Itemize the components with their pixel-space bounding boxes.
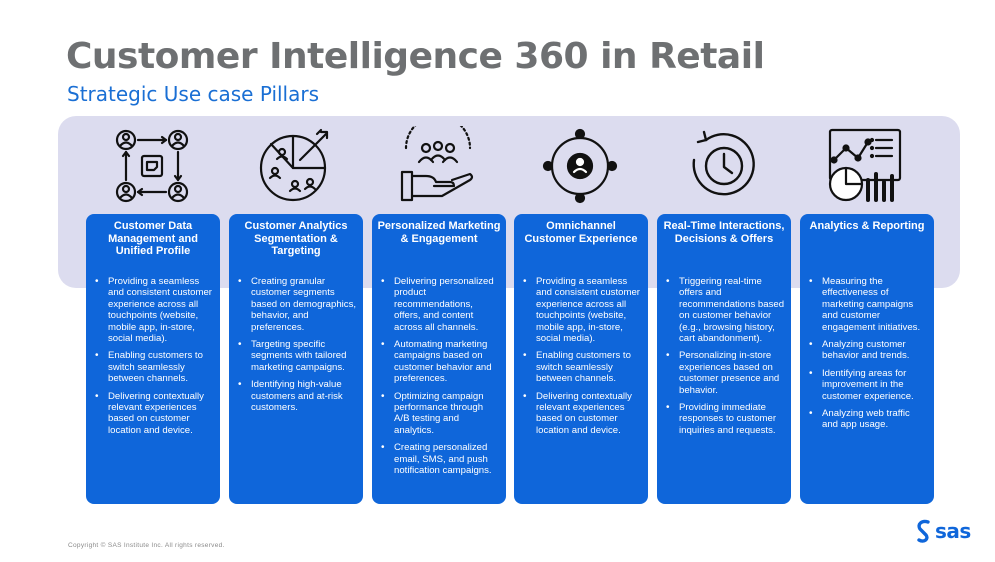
list-item: Providing immediate responses to custome… xyxy=(665,402,785,436)
list-item: Enabling customers to switch seamlessly … xyxy=(94,350,214,384)
list-item: Optimizing campaign performance through … xyxy=(380,391,500,437)
list-item: Analyzing web traffic and app usage. xyxy=(808,408,928,431)
pillar-bullets: Measuring the effectiveness of marketing… xyxy=(800,270,934,431)
pillar-title: Analytics & Reporting xyxy=(809,220,925,232)
list-item: Enabling customers to switch seamlessly … xyxy=(522,350,642,384)
list-item: Delivering contextually relevant experie… xyxy=(94,391,214,437)
pillar-title: Personalized Marketing & Engagement xyxy=(377,220,501,245)
pillar-personalized-marketing: Personalized Marketing & Engagement Deli… xyxy=(372,214,506,504)
list-item: Measuring the effectiveness of marketing… xyxy=(808,276,928,333)
list-item: Delivering personalized product recommen… xyxy=(380,276,500,333)
list-item: Automating marketing campaigns based on … xyxy=(380,339,500,385)
list-item: Creating granular customer segments base… xyxy=(237,276,357,333)
list-item: Delivering contextually relevant experie… xyxy=(522,391,642,437)
list-item: Creating personalized email, SMS, and pu… xyxy=(380,442,500,476)
pillar-realtime: Real-Time Interactions, Decisions & Offe… xyxy=(657,214,791,504)
pillar-analytics: Analytics & Reporting Measuring the effe… xyxy=(800,214,934,504)
page-subtitle: Strategic Use case Pillars xyxy=(67,82,320,106)
pillar-omnichannel: Omnichannel Customer Experience Providin… xyxy=(514,214,648,504)
list-item: Identifying high-value customers and at-… xyxy=(237,379,357,413)
pillar-title: Customer Analytics Segmentation & Target… xyxy=(244,220,348,257)
pillar-bullets: Creating granular customer segments base… xyxy=(229,270,363,413)
pillar-title: Real-Time Interactions, Decisions & Offe… xyxy=(663,220,785,245)
list-item: Providing a seamless and consistent cust… xyxy=(522,276,642,344)
list-item: Identifying areas for improvement in the… xyxy=(808,368,928,402)
sas-logo-text: sas xyxy=(935,519,971,543)
pillar-bullets: Delivering personalized product recommen… xyxy=(372,270,506,477)
realtime-clock-icon xyxy=(682,126,762,206)
customer-profile-icon xyxy=(112,126,192,206)
omnichannel-icon xyxy=(540,126,620,206)
list-item: Analyzing customer behavior and trends. xyxy=(808,339,928,362)
pillar-title: Customer Data Management and Unified Pro… xyxy=(108,220,198,257)
sas-logo-mark-icon xyxy=(917,519,930,543)
segmentation-target-icon xyxy=(255,126,335,206)
list-item: Providing a seamless and consistent cust… xyxy=(94,276,214,344)
pillar-bullets: Providing a seamless and consistent cust… xyxy=(86,270,220,436)
list-item: Personalizing in-store experiences based… xyxy=(665,350,785,396)
pillar-bullets: Providing a seamless and consistent cust… xyxy=(514,270,648,436)
list-item: Targeting specific segments with tailore… xyxy=(237,339,357,373)
personalized-hand-icon xyxy=(398,114,478,206)
pillar-segmentation: Customer Analytics Segmentation & Target… xyxy=(229,214,363,504)
pillar-title: Omnichannel Customer Experience xyxy=(524,220,638,245)
sas-logo: sas xyxy=(914,518,980,544)
page-title: Customer Intelligence 360 in Retail xyxy=(66,36,765,77)
pillar-customer-data: Customer Data Management and Unified Pro… xyxy=(86,214,220,504)
copyright-text: Copyright © SAS Institute Inc. All right… xyxy=(68,542,225,549)
pillar-bullets: Triggering real-time offers and recommen… xyxy=(657,270,791,436)
list-item: Triggering real-time offers and recommen… xyxy=(665,276,785,344)
analytics-dashboard-icon xyxy=(824,126,904,206)
